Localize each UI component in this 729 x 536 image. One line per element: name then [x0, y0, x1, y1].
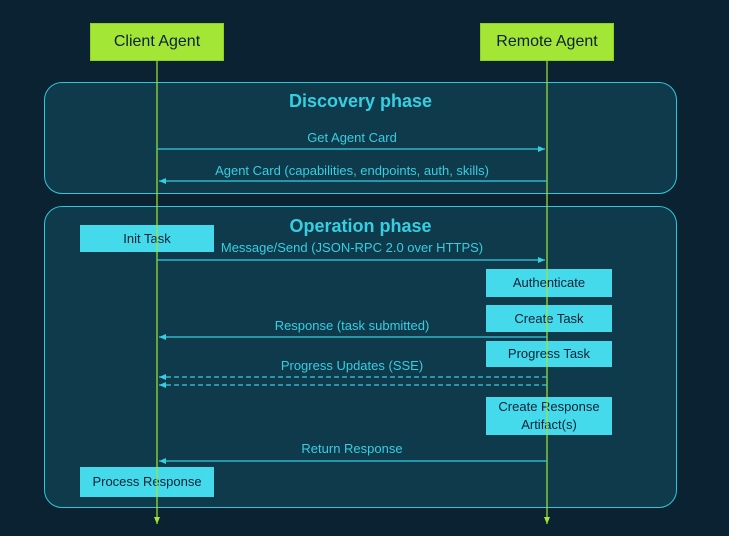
- progress-task-label: Progress Task: [507, 346, 591, 362]
- create-response-artifact-step: Create Response Artifact(s): [486, 397, 612, 435]
- create-artifact-label-line1: Create Response: [498, 399, 600, 415]
- progress-updates-label: Progress Updates (SSE): [280, 358, 424, 373]
- remote-agent-actor: Remote Agent: [480, 23, 614, 61]
- progress-task-step: Progress Task: [486, 341, 612, 367]
- agent-card-response-label: Agent Card (capabilities, endpoints, aut…: [215, 163, 489, 178]
- operation-phase-title: Operation phase: [289, 216, 432, 236]
- init-task-step: Init Task: [80, 225, 214, 252]
- create-task-step: Create Task: [486, 305, 612, 332]
- process-response-step: Process Response: [80, 467, 214, 497]
- create-task-label: Create Task: [514, 310, 584, 326]
- client-agent-actor: Client Agent: [90, 23, 224, 61]
- client-agent-label: Client Agent: [113, 33, 201, 50]
- remote-agent-label: Remote Agent: [496, 33, 598, 50]
- get-agent-card-label: Get Agent Card: [307, 130, 397, 145]
- discovery-phase-title: Discovery phase: [288, 91, 433, 111]
- authenticate-step: Authenticate: [486, 269, 612, 297]
- discovery-phase-panel: [44, 82, 677, 194]
- return-response-label: Return Response: [301, 441, 403, 456]
- authenticate-label: Authenticate: [512, 275, 586, 291]
- create-artifact-label-line2: Artifact(s): [521, 417, 577, 432]
- init-task-label: Init Task: [123, 230, 171, 246]
- response-task-submitted-label: Response (task submitted): [274, 318, 430, 333]
- process-response-label: Process Response: [92, 474, 202, 490]
- message-send-label: Message/Send (JSON-RPC 2.0 over HTTPS): [220, 240, 484, 255]
